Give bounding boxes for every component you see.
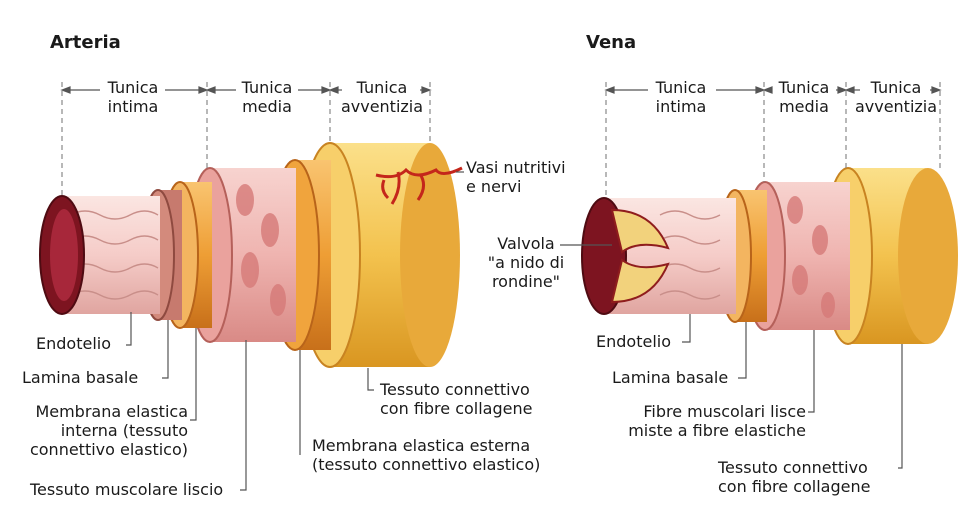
artery-internal-elastic-label: Membrana elastica interna (tessuto conne… [10,402,188,459]
vessels-nerves-line1: Vasi nutritivi [466,158,566,177]
valve-line2: "a nido di [486,253,566,272]
artery-title: Arteria [50,33,121,52]
vein-media-line1: Tunica [772,78,836,97]
artery-smooth-muscle-label: Tessuto muscolare liscio [30,480,223,499]
artery-adventitia-line2: avventizia [336,97,428,116]
artery-endothelium-label: Endotelio [36,334,111,353]
artery-basal-lamina-label: Lamina basale [22,368,138,387]
vein-adventitia-end [898,168,958,344]
artery-adventitia-label: Tunica avventizia [336,78,428,116]
internal-elastic-line2: interna (tessuto [10,421,188,440]
external-elastic-line1: Membrana elastica esterna [312,436,540,455]
vein-adventitia-label: Tunica avventizia [852,78,940,116]
artery-external-elastic-label: Membrana elastica esterna (tessuto conne… [312,436,540,474]
artery-vessels-nerves-label: Vasi nutritivi e nervi [466,158,566,196]
artery-adventitia-end [400,143,460,367]
vein-connective-line1: Tessuto connettivo [718,458,870,477]
external-elastic-line2: (tessuto connettivo elastico) [312,455,540,474]
vein-intima-label: Tunica intima [648,78,714,116]
vein-adventitia-line2: avventizia [852,97,940,116]
vein-muscle-fibers-label: Fibre muscolari lisce miste a fibre elas… [600,402,806,440]
vein-connective-label: Tessuto connettivo con fibre collagene [718,458,870,496]
muscle-fibers-line1: Fibre muscolari lisce [600,402,806,421]
artery-connective-line1: Tessuto connettivo [380,380,532,399]
vein-adventitia-line1: Tunica [852,78,940,97]
valve-line3: rondine" [486,272,566,291]
vein-title: Vena [586,33,636,52]
vein-valve-label: Valvola "a nido di rondine" [486,234,566,291]
muscle-fibers-line2: miste a fibre elastiche [600,421,806,440]
vein-endothelium-label: Endotelio [596,332,671,351]
artery-intima-line1: Tunica [102,78,164,97]
artery-connective-label: Tessuto connettivo con fibre collagene [380,380,532,418]
vein-intima-line2: intima [648,97,714,116]
artery-adventitia-line1: Tunica [336,78,428,97]
vessels-nerves-line2: e nervi [466,177,566,196]
artery-media-label: Tunica media [236,78,298,116]
artery-intima-label: Tunica intima [102,78,164,116]
internal-elastic-line1: Membrana elastica [10,402,188,421]
artery-intima-line2: intima [102,97,164,116]
vein-intima-line1: Tunica [648,78,714,97]
internal-elastic-line3: connettivo elastico) [10,440,188,459]
vein-basal-lamina-label: Lamina basale [612,368,728,387]
vein-connective-line2: con fibre collagene [718,477,870,496]
artery-connective-line2: con fibre collagene [380,399,532,418]
vein-media-label: Tunica media [772,78,836,116]
valve-line1: Valvola [486,234,566,253]
vein-media-line2: media [772,97,836,116]
artery-lumen-inner [50,209,78,301]
artery-media-line2: media [236,97,298,116]
artery-media-line1: Tunica [236,78,298,97]
